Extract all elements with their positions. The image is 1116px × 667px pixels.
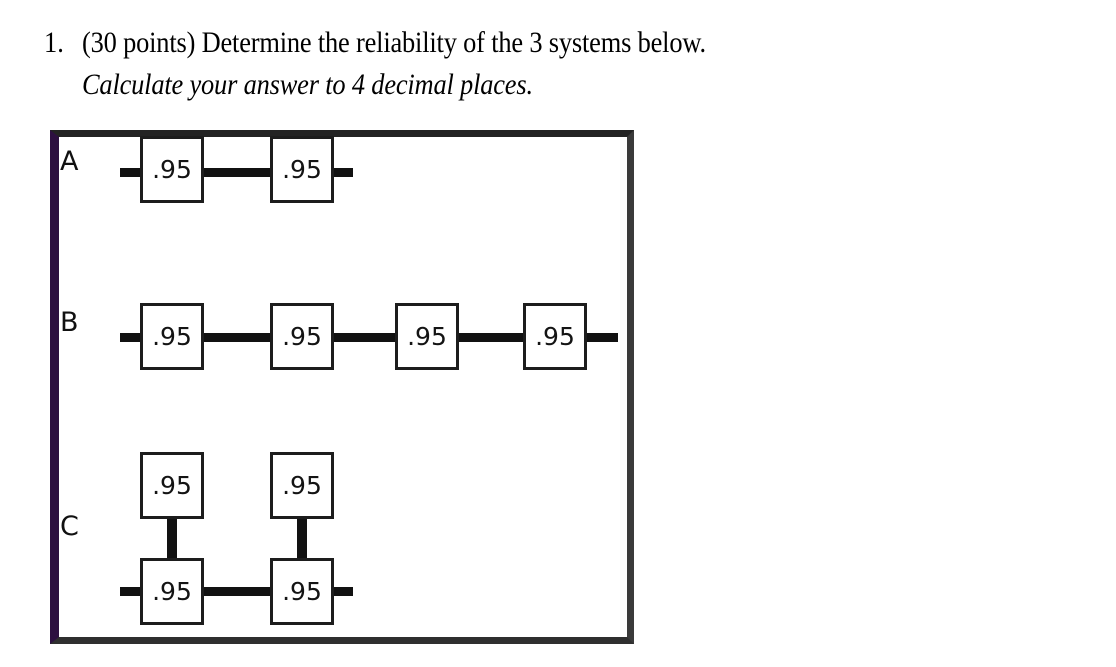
system-label-a: A	[60, 146, 79, 177]
wire-b-2-3	[332, 333, 397, 342]
question-line-2: Calculate your answer to 4 decimal place…	[82, 68, 533, 101]
question-text: 1. (30 points) Determine the reliability…	[44, 22, 1084, 106]
wire-c-pair1-vertical	[167, 517, 177, 561]
system-label-c: C	[60, 511, 79, 542]
wire-b-3-4	[457, 333, 525, 342]
component-b-4-value: .95	[535, 321, 575, 351]
component-b-3-value: .95	[407, 321, 447, 351]
question-line-1-row: 1. (30 points) Determine the reliability…	[44, 22, 1084, 64]
component-c-1-bottom: .95	[140, 558, 204, 625]
wire-c-input	[120, 587, 142, 596]
component-b-2: .95	[270, 303, 334, 370]
component-b-1: .95	[140, 303, 204, 370]
component-c-2-top-value: .95	[282, 470, 322, 500]
component-c-1-bottom-value: .95	[152, 576, 192, 606]
component-c-1-top: .95	[140, 452, 204, 519]
system-label-b: B	[60, 307, 79, 338]
component-a-1: .95	[140, 136, 204, 203]
component-c-1-top-value: .95	[152, 470, 192, 500]
diagram-canvas: A .95 .95 B .95 .95 .95 .95 C .95	[59, 136, 618, 630]
wire-c-pair2-vertical	[297, 517, 307, 561]
component-b-3: .95	[395, 303, 459, 370]
wire-a-output	[332, 168, 353, 177]
wire-c-output	[332, 587, 353, 596]
wire-c-pair1-pair2	[202, 587, 272, 596]
component-b-2-value: .95	[282, 321, 322, 351]
component-b-4: .95	[523, 303, 587, 370]
component-a-1-value: .95	[152, 154, 192, 184]
wire-b-1-2	[202, 333, 272, 342]
component-c-2-bottom: .95	[270, 558, 334, 625]
wire-a-1-2	[202, 168, 272, 177]
question-line-1: (30 points) Determine the reliability of…	[82, 26, 706, 59]
wire-a-input	[120, 168, 142, 177]
component-c-2-top: .95	[270, 452, 334, 519]
component-a-2-value: .95	[282, 154, 322, 184]
component-b-1-value: .95	[152, 321, 192, 351]
component-c-2-bottom-value: .95	[282, 576, 322, 606]
component-a-2: .95	[270, 136, 334, 203]
question-line-2-row: Calculate your answer to 4 decimal place…	[44, 64, 1084, 106]
wire-b-output	[585, 333, 618, 342]
wire-b-input	[120, 333, 142, 342]
question-number: 1.	[44, 26, 64, 59]
